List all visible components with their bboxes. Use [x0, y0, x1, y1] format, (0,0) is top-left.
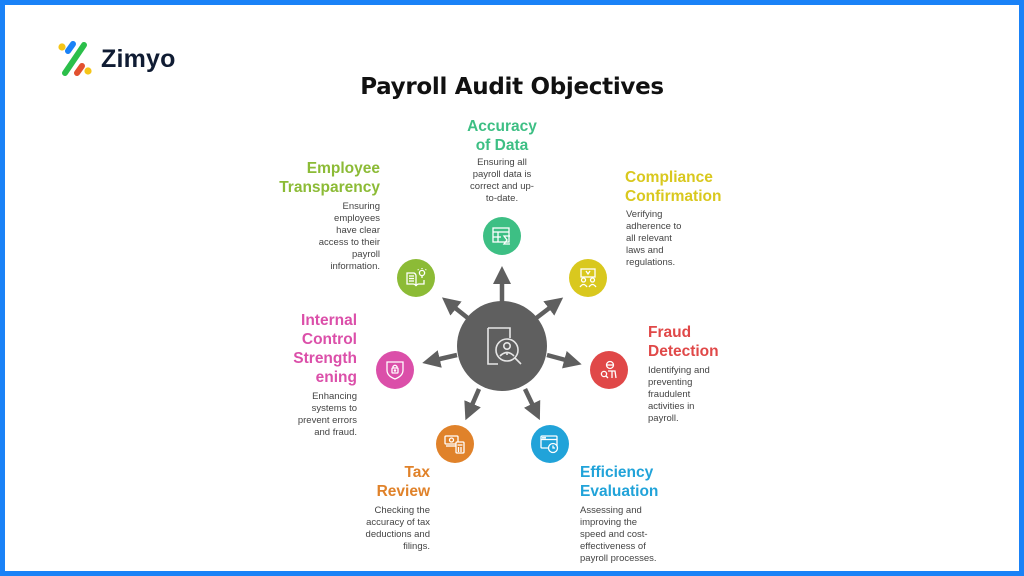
objective-accuracy-heading: Accuracy of Data [467, 118, 537, 154]
hub-arrows [422, 266, 582, 421]
objective-transparency-description: Ensuring employees have clear access to … [318, 201, 380, 272]
arrow-down-right [522, 388, 541, 421]
objective-internal-control-description: Enhancing systems to prevent errors and … [297, 391, 357, 438]
brand-name: Zimyo [101, 44, 176, 73]
arrow-right [546, 350, 582, 369]
arrow-down-left [464, 388, 482, 421]
objective-efficiency-description: Assessing and improving the speed and co… [580, 505, 657, 564]
zimyo-logo-mark-icon [57, 39, 93, 79]
shield-lock-icon [376, 351, 414, 389]
objective-tax-heading: Tax Review [376, 464, 430, 500]
objective-transparency-heading: Employee Transparency [279, 160, 380, 196]
objective-compliance-description: Verifying adherence to all relevant laws… [626, 209, 682, 268]
central-hub [457, 301, 547, 391]
person-search-icon [590, 351, 628, 389]
objective-fraud-description: Identifying and preventing fraudulent ac… [648, 365, 710, 424]
objective-internal-control-heading: Internal Control Strength ening [293, 312, 357, 386]
search-employee-document-icon [487, 327, 522, 365]
arrow-up-left [441, 297, 471, 321]
browser-timer-icon [531, 425, 569, 463]
zimyo-logo: Zimyo [57, 39, 176, 79]
page-title: Payroll Audit Objectives [360, 74, 664, 100]
slide-canvas: Zimyo Payroll Audit Objectives [5, 5, 1019, 571]
book-lightbulb-icon [397, 259, 435, 297]
objective-compliance-heading: Compliance Confirmation [625, 169, 722, 205]
objective-tax-description: Checking the accuracy of tax deductions … [365, 505, 430, 552]
spreadsheet-sum-icon [483, 217, 521, 255]
money-calculator-icon [436, 425, 474, 463]
arrow-up-right [533, 297, 564, 321]
people-presentation-icon [569, 259, 607, 297]
arrow-left [422, 350, 458, 368]
objective-efficiency-heading: Efficiency Evaluation [580, 464, 659, 500]
objective-accuracy-description: Ensuring all payroll data is correct and… [470, 157, 534, 204]
objective-fraud-heading: Fraud Detection [648, 324, 719, 360]
